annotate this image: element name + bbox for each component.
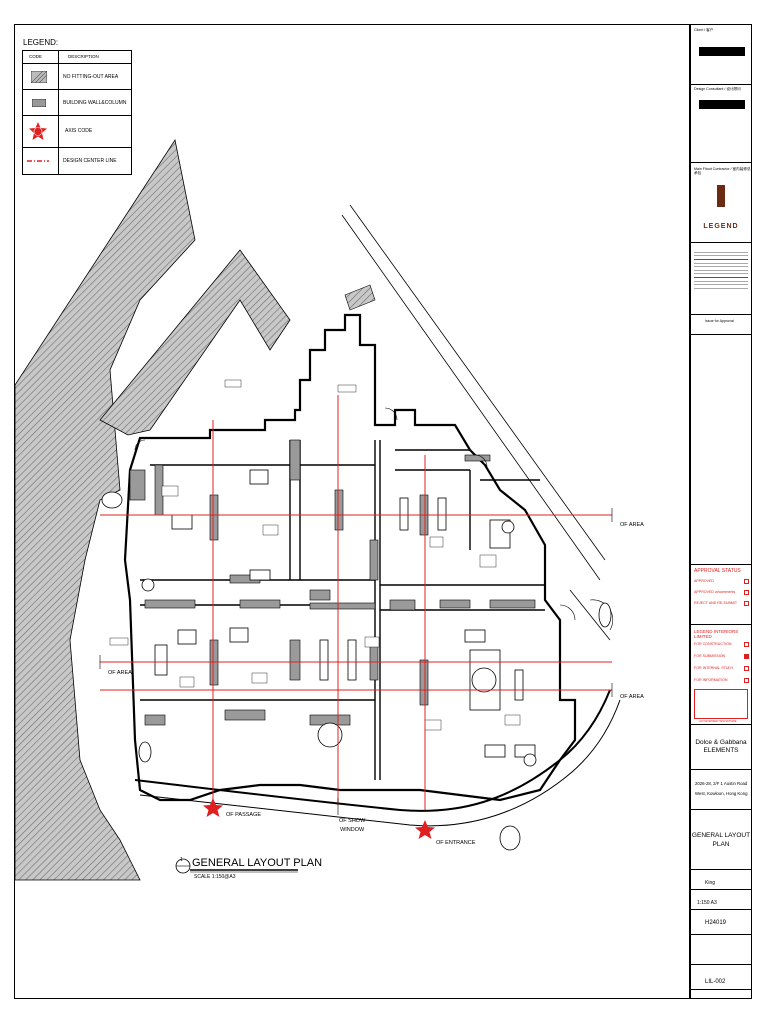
legend-interiors-item: FOR SUBMISSION xyxy=(694,654,726,658)
issue-section: Issue for Approval xyxy=(691,315,751,335)
legend-separator xyxy=(58,51,59,174)
spacer-section xyxy=(691,935,751,965)
axis-label-passage: OF PASSAGE xyxy=(226,812,262,818)
legend-interiors-section: LEGEND INTERIORS LIMITED FOR CONSTRUCTIO… xyxy=(691,625,751,725)
drawn-by-value: King xyxy=(705,880,716,886)
legend-logo-icon xyxy=(717,185,725,207)
approval-title: APPROVAL STATUS xyxy=(694,568,741,574)
legend-row-wall: BUILDING WALL&COLUMN xyxy=(23,89,131,116)
legend-row-no-fitting: NO FITTING-OUT AREA xyxy=(23,63,131,90)
drawing-number-section: LIL-002 xyxy=(691,965,751,990)
drawing-title-line1: GENERAL LAYOUT xyxy=(691,832,751,839)
legend-interiors-checkbox[interactable] xyxy=(744,642,749,647)
address-line1: 2026-28, 2/F 1 Austin Road xyxy=(695,781,748,786)
axis-label-show-window-line1: OF SHOW xyxy=(339,818,366,824)
legend-label: BUILDING WALL&COLUMN xyxy=(63,100,127,106)
legend-interiors-item: FOR INTERNAL STUDY xyxy=(694,666,734,670)
address-section: 2026-28, 2/F 1 Austin Road West, Kowloon… xyxy=(691,770,751,810)
legend-interiors-checkbox[interactable] xyxy=(744,678,749,683)
legend-header-description: DESCRIPTION xyxy=(68,54,99,59)
legend-row-axis: AXIS CODE xyxy=(23,115,131,148)
legend-table: LEGEND: CODE DESCRIPTION NO FITTING-OUT … xyxy=(22,38,132,175)
consultant-section: Design Consultant / 设计顾问 xyxy=(691,85,751,163)
legend-interiors-item: FOR CONSTRUCTION xyxy=(694,642,732,646)
issue-text: Issue for Approval xyxy=(705,319,734,323)
project-title-line1: Dolce & Gabbana xyxy=(695,739,747,746)
drawing-sheet xyxy=(14,24,690,999)
legend-interiors-checkbox[interactable] xyxy=(744,666,749,671)
approval-checkbox[interactable] xyxy=(744,590,749,595)
axis-label-show-window-line2: WINDOW xyxy=(340,827,365,833)
plan-scale: SCALE 1:150@A3 xyxy=(194,874,236,880)
notes-section xyxy=(691,243,751,315)
axis-label-area-right-bottom: OF AREA xyxy=(620,694,644,700)
approval-section: APPROVAL STATUS APPROVED APPROVED w/comm… xyxy=(691,565,751,625)
client-logo xyxy=(699,47,745,56)
address-line2: West, Kowloon, Hong Kong xyxy=(695,791,748,796)
legend-row-center: DESIGN CENTER LINE xyxy=(23,147,131,175)
title-block: Client / 客户 Design Consultant / 设计顾问 Mai… xyxy=(690,24,752,999)
consultant-label: Design Consultant / 设计顾问 xyxy=(694,87,741,91)
legend-label: NO FITTING-OUT AREA xyxy=(63,74,119,80)
drawn-by-section: King xyxy=(691,870,751,890)
legend-title: LEGEND: xyxy=(23,38,59,47)
plan-title-number: 1 xyxy=(180,857,183,863)
legend-label: AXIS CODE xyxy=(65,128,93,134)
job-number: H24019 xyxy=(705,920,727,926)
contractor-brand: LEGEND xyxy=(703,223,739,230)
axis-code-icon xyxy=(29,122,47,140)
consultant-logo xyxy=(699,100,745,109)
legend-interiors-checkbox[interactable] xyxy=(744,654,749,659)
approval-checkbox[interactable] xyxy=(744,601,749,606)
legend-label: DESIGN CENTER LINE xyxy=(63,158,117,164)
axis-label-area-right-top: OF AREA xyxy=(620,522,644,528)
drawing-title-section: GENERAL LAYOUT PLAN xyxy=(691,810,751,870)
notes-lines xyxy=(694,249,748,291)
project-title-line2: ELEMENTS xyxy=(703,747,739,754)
scale-section: 1:150 A3 xyxy=(691,890,751,910)
axis-label-entrance: OF ENTRANCE xyxy=(436,840,476,846)
axis-label-show-window: OF SHOW WINDOW xyxy=(339,818,365,833)
approval-item: APPROVED xyxy=(694,579,714,583)
client-section: Client / 客户 xyxy=(691,25,751,85)
legend-header-code: CODE xyxy=(29,54,43,59)
revision-blank xyxy=(691,335,751,565)
hatch-icon xyxy=(31,71,47,83)
wall-column-icon xyxy=(32,99,46,107)
approval-checkbox[interactable] xyxy=(744,579,749,584)
contractor-section: Main Fitout Contractor / 室内装修总承包 LEGEND xyxy=(691,163,751,243)
client-label: Client / 客户 xyxy=(694,28,714,32)
plan-title: GENERAL LAYOUT PLAN xyxy=(192,857,323,869)
job-number-section: H24019 xyxy=(691,910,751,935)
axis-label-area-left: OF AREA xyxy=(108,670,132,676)
drawing-title-line2: PLAN xyxy=(712,841,730,848)
center-line-icon xyxy=(27,160,49,162)
scale-value: 1:150 A3 xyxy=(697,900,717,906)
drawing-number: LIL-002 xyxy=(705,979,726,985)
legend-interiors-title: LEGEND INTERIORS LIMITED xyxy=(694,629,739,639)
signature-box xyxy=(694,689,748,719)
contractor-label: Main Fitout Contractor / 室内装修总承包 xyxy=(694,167,751,176)
authorized-signature: AUTHORIZED SIGNATURE xyxy=(699,719,737,723)
approval-item: REJECT AND RE-SUBMIT xyxy=(694,601,738,605)
project-title-section: Dolce & Gabbana ELEMENTS xyxy=(691,725,751,770)
approval-item: APPROVED w/comments xyxy=(694,590,736,594)
legend-interiors-item: FOR INFORMATION xyxy=(694,678,728,682)
